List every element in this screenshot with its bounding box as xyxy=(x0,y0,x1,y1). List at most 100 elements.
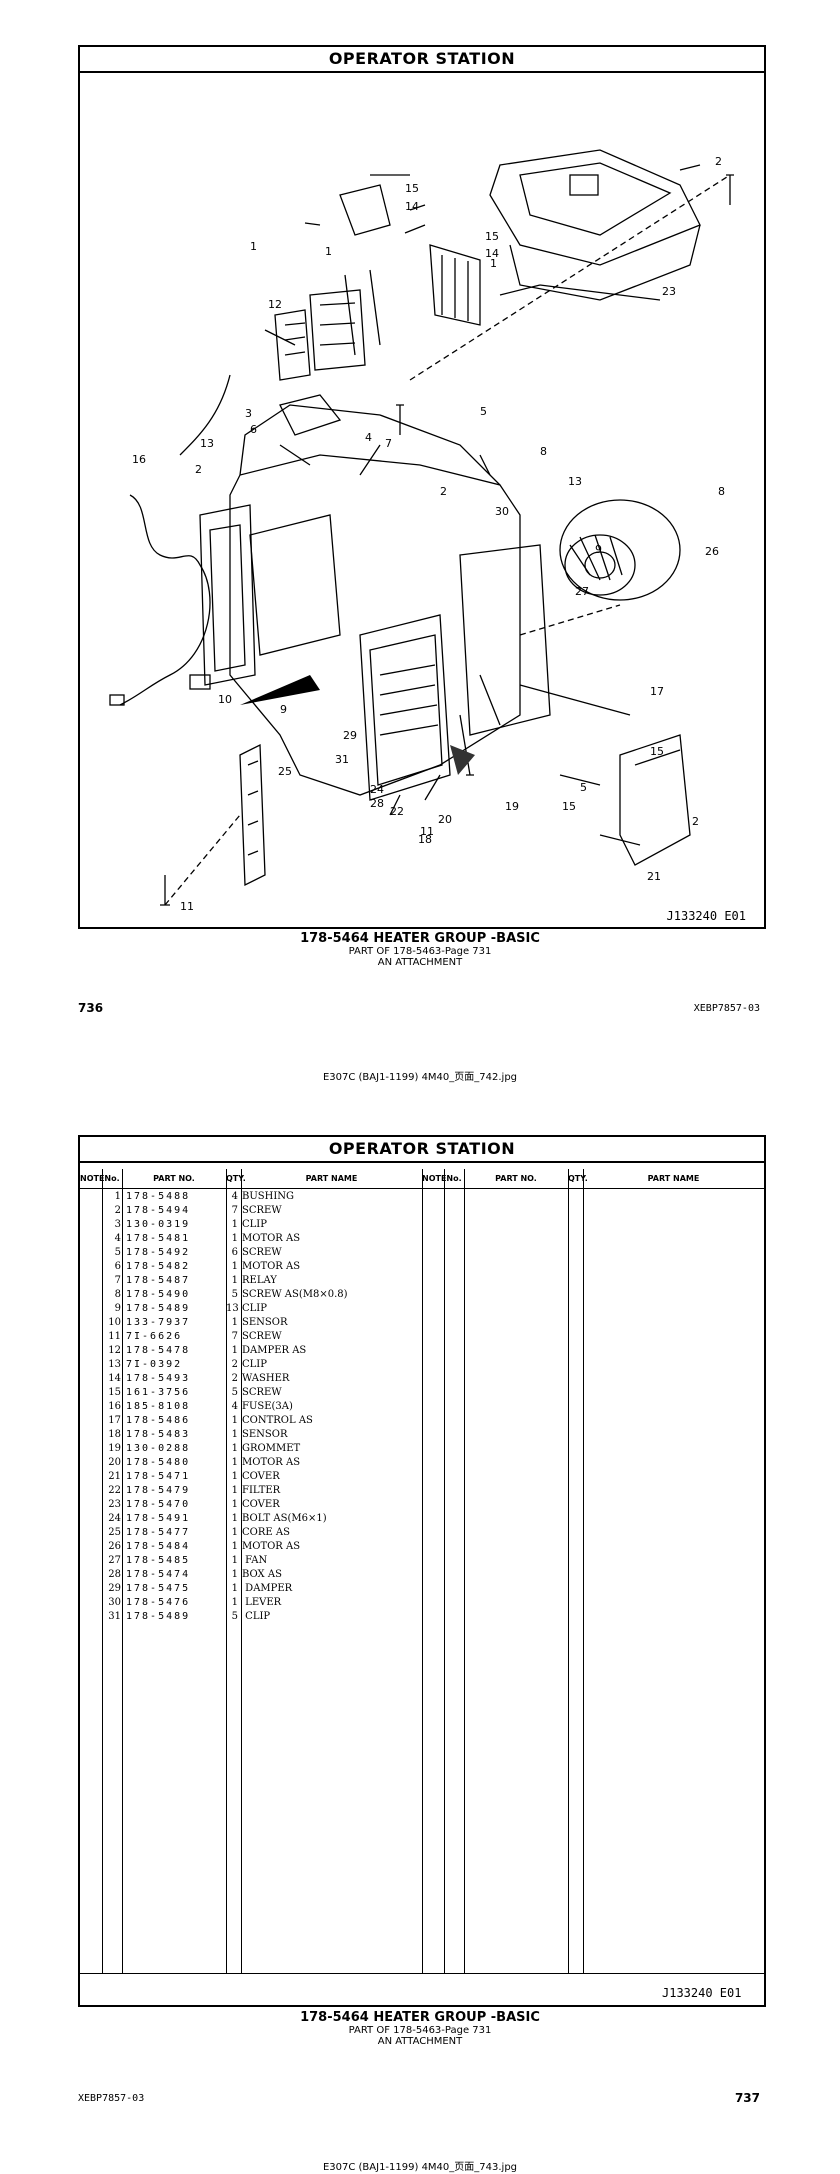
header-qty: QTY. xyxy=(226,1174,246,1183)
callout-8b: 8 xyxy=(718,485,725,498)
part-name: CLIP xyxy=(242,1359,267,1370)
caption-part-of-2: PART OF 178-5463-Page 731 xyxy=(348,2025,492,2036)
quantity: 6 xyxy=(231,1247,238,1258)
callout-10: 10 xyxy=(218,693,232,706)
part-number: 178-5470 xyxy=(126,1499,191,1510)
part-number: 133-7937 xyxy=(126,1317,191,1328)
part-name: FILTER xyxy=(242,1485,281,1496)
callout-21: 21 xyxy=(647,870,661,883)
header-part-name: PART NAME xyxy=(305,1174,358,1183)
quantity: 1 xyxy=(231,1527,238,1538)
header-note: NOTE xyxy=(80,1174,105,1183)
quantity: 1 xyxy=(231,1345,238,1356)
part-number: 185-8108 xyxy=(126,1401,191,1412)
part-name: MOTOR AS xyxy=(242,1261,301,1272)
callout-18: 18 xyxy=(418,833,432,846)
source-filename: E307C (BAJ1-1199) 4M40_页面_742.jpg xyxy=(322,1072,518,1083)
quantity: 4 xyxy=(231,1191,238,1202)
part-number: 178-5476 xyxy=(126,1597,191,1608)
part-name: SCREW AS(M8×0.8) xyxy=(242,1289,348,1300)
quantity: 1 xyxy=(231,1275,238,1286)
part-name: CLIP xyxy=(242,1303,267,1314)
page-title-2: OPERATOR STATION xyxy=(80,1137,764,1163)
callout-31: 31 xyxy=(335,753,349,766)
row-number: 19 xyxy=(108,1443,121,1454)
page-number: 736 xyxy=(78,1001,104,1015)
callout-13b: 13 xyxy=(568,475,582,488)
column-rule xyxy=(568,1169,569,1973)
diagram-frame: OPERATOR STATION xyxy=(78,45,766,929)
row-number: 16 xyxy=(108,1401,121,1412)
row-number: 30 xyxy=(108,1597,121,1608)
callout-1b: 1 xyxy=(490,257,497,270)
row-number: 26 xyxy=(108,1541,121,1552)
quantity: 13 xyxy=(226,1303,239,1314)
part-number: 7I-6626 xyxy=(126,1331,183,1342)
quantity: 1 xyxy=(231,1457,238,1468)
callout-7: 7 xyxy=(385,437,392,450)
quantity: 1 xyxy=(231,1219,238,1230)
part-name: WASHER xyxy=(242,1373,290,1384)
row-number: 13 xyxy=(108,1359,121,1370)
row-number: 18 xyxy=(108,1429,121,1440)
callout-9: 9 xyxy=(595,543,602,556)
part-name: SENSOR xyxy=(242,1429,288,1440)
callout-20: 20 xyxy=(438,813,452,826)
part-name: SENSOR xyxy=(242,1317,288,1328)
row-number: 23 xyxy=(108,1499,121,1510)
part-name: FUSE(3A) xyxy=(242,1401,293,1412)
part-name: SCREW xyxy=(242,1387,282,1398)
column-rule xyxy=(464,1169,465,1973)
table-bottom-rule xyxy=(80,1973,764,1974)
quantity: 1 xyxy=(231,1499,238,1510)
quantity: 1 xyxy=(231,1429,238,1440)
doc-reference-2: XEBP7857-03 xyxy=(78,2093,145,2104)
callout-15b: 15 xyxy=(485,230,499,243)
row-number: 2 xyxy=(114,1205,121,1216)
header-no: No. xyxy=(104,1174,120,1183)
doc-reference: XEBP7857-03 xyxy=(693,1003,760,1014)
quantity: 5 xyxy=(231,1289,238,1300)
column-rule xyxy=(422,1169,423,1973)
row-number: 31 xyxy=(108,1611,121,1622)
part-number: 130-0288 xyxy=(126,1443,191,1454)
part-number: 178-5490 xyxy=(126,1289,191,1300)
quantity: 1 xyxy=(231,1415,238,1426)
callout-17: 17 xyxy=(650,685,664,698)
row-number: 12 xyxy=(108,1345,121,1356)
callout-14b: 14 xyxy=(485,247,499,260)
part-name: BUSHING xyxy=(242,1191,295,1202)
part-number: 178-5494 xyxy=(126,1205,191,1216)
quantity: 1 xyxy=(231,1597,238,1608)
callout-13: 13 xyxy=(200,437,214,450)
row-number: 5 xyxy=(114,1247,121,1258)
quantity: 4 xyxy=(231,1401,238,1412)
row-number: 21 xyxy=(108,1471,121,1482)
part-number: 178-5493 xyxy=(126,1373,191,1384)
callout-19: 19 xyxy=(505,800,519,813)
part-name: CONTROL AS xyxy=(242,1415,313,1426)
part-number: 178-5482 xyxy=(126,1261,191,1272)
header-qty-right: QTY. xyxy=(568,1174,588,1183)
row-number: 11 xyxy=(108,1331,121,1342)
callout-15: 15 xyxy=(405,182,419,195)
part-number: 178-5481 xyxy=(126,1233,191,1244)
callout-30: 30 xyxy=(495,505,509,518)
caption-attachment: AN ATTACHMENT xyxy=(377,957,463,968)
part-name: COVER xyxy=(242,1471,280,1482)
drawing-id: J133240 E01 xyxy=(666,909,746,923)
part-name: CORE AS xyxy=(242,1527,290,1538)
part-name: DAMPER xyxy=(242,1583,293,1594)
part-name: CLIP xyxy=(242,1611,271,1622)
part-name: LEVER xyxy=(242,1597,282,1608)
